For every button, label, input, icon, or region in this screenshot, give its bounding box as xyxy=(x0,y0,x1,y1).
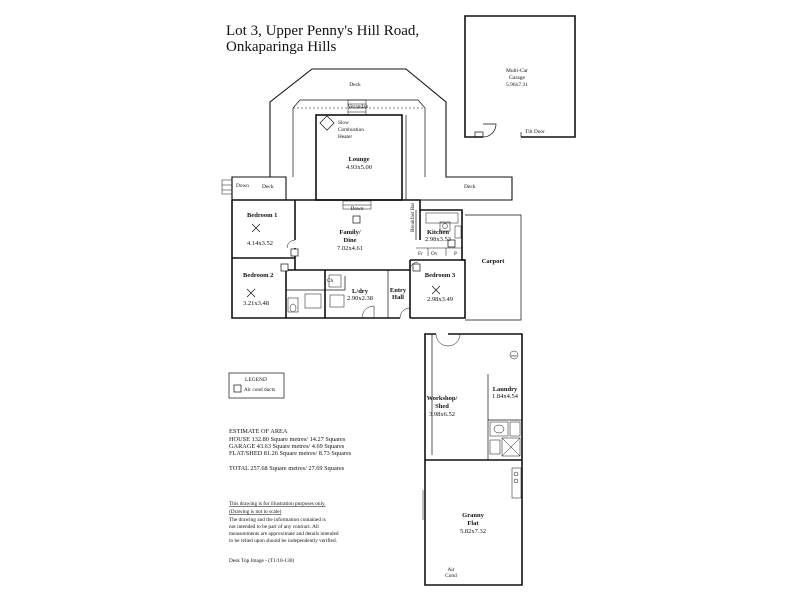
area-heading: ESTIMATE OF AREA xyxy=(229,428,288,435)
legend-item-label: Air cond ducts xyxy=(244,387,275,393)
disclaimer-line-5: measurements are approximate and details… xyxy=(229,531,339,537)
breakfast-bar-label: Breakfast Bar xyxy=(409,202,416,232)
deck-left-label: Deck xyxy=(262,184,274,190)
area-garage: GARAGE 43.63 Square metres/ 4.69 Squares xyxy=(229,443,345,450)
verandah-label: Verandah xyxy=(348,104,369,110)
area-total: TOTAL 257.68 Square metres/ 27.69 Square… xyxy=(229,465,345,472)
granny-flat-label-1: Granny xyxy=(462,512,484,519)
bedroom-3-dimension: 2.98x3.49 xyxy=(427,296,453,303)
garage-label-2: Garage xyxy=(509,75,525,81)
bedroom-2-dimension: 3.21x3.48 xyxy=(243,300,269,307)
garage-label-1: Multi-Car xyxy=(506,68,528,74)
entry-label-2: Hall xyxy=(392,294,404,301)
laundry-label: Laundry xyxy=(493,386,518,393)
down-center-label: Down xyxy=(351,206,364,212)
down-left-label: Down xyxy=(236,183,249,189)
deck-right-label: Deck xyxy=(464,184,476,190)
workshop-label-1: Workshop/ xyxy=(427,395,458,402)
garage-plan xyxy=(464,15,576,138)
area-house: HOUSE 132.80 Square metres/ 14.27 Square… xyxy=(229,436,346,443)
legend-box xyxy=(228,372,285,399)
laundry-room-label: L/dry xyxy=(352,288,369,295)
kitchen-label: Kitchen xyxy=(427,229,449,236)
air-cond-label-1: Air xyxy=(447,567,454,573)
workshop-label-2: Shed xyxy=(435,403,449,410)
title-line-1: Lot 3, Upper Penny's Hill Road, xyxy=(226,23,419,39)
bedroom-3-label: Bedroom 3 xyxy=(425,272,456,279)
entry-label-1: Entry xyxy=(390,287,407,294)
family-dimension: 7.02x4.61 xyxy=(337,245,363,252)
kitchen-dimension: 2.98x3.53 xyxy=(425,236,451,243)
heater-label-3: Heater xyxy=(338,134,352,140)
bedroom-1-dimension: 4.14x3.52 xyxy=(247,240,273,247)
laundry-dimension: 1.84x4.54 xyxy=(492,393,519,400)
workshop-dimension: 3.98x6.52 xyxy=(429,411,455,418)
outbuilding-plan xyxy=(422,333,523,586)
heater-label-1: Slow xyxy=(338,120,349,126)
disclaimer-line-3: The drawing and the information containe… xyxy=(229,516,326,523)
pantry-label: P xyxy=(454,251,457,257)
cupboard-label: Ch xyxy=(327,278,334,284)
lounge-label: Lounge xyxy=(349,156,370,163)
disclaimer-line-2: (Drawing is not to scale) xyxy=(229,508,282,515)
legend-title: LEGEND xyxy=(245,377,267,383)
title-line-2: Onkaparinga Hills xyxy=(226,39,337,55)
disclaimer-line-4: not intended to be part of any contract.… xyxy=(229,523,319,530)
family-label-2: Dine xyxy=(344,237,357,244)
lounge-dimension: 4.93x5.00 xyxy=(346,164,372,171)
carport-plan xyxy=(465,214,522,321)
heater-label-2: Combustion xyxy=(338,127,364,133)
air-cond-label-2: Cond xyxy=(445,573,457,579)
area-flat: FLAT/SHED 81.26 Square metres/ 8.73 Squa… xyxy=(229,450,352,457)
bedroom-2-label: Bedroom 2 xyxy=(243,272,273,279)
granny-flat-label-2: Flat xyxy=(467,520,479,527)
fridge-label: Fr xyxy=(418,251,423,257)
bedroom-1-label: Bedroom 1 xyxy=(247,212,277,219)
oven-label: Ov xyxy=(431,251,438,257)
tilt-door-label: Tilt Door xyxy=(525,129,545,135)
hot-water-label: HW xyxy=(511,354,518,358)
family-label-1: Family/ xyxy=(339,229,360,236)
disclaimer-line-1: This drawing is for illustration purpose… xyxy=(229,500,326,507)
disclaimer-line-6: to be relied upon should be independentl… xyxy=(229,537,337,544)
laundry-room-dimension: 2.90x2.38 xyxy=(347,295,373,302)
carport-label: Carport xyxy=(482,258,506,265)
deck-top-label: Deck xyxy=(349,82,361,88)
granny-flat-dimension: 5.82x7.32 xyxy=(460,528,486,535)
garage-dimension: 5.96x7.31 xyxy=(506,82,528,88)
house-plan xyxy=(221,68,513,319)
footer-reference: Desk Top Image - (T1/10-130) xyxy=(229,557,294,564)
